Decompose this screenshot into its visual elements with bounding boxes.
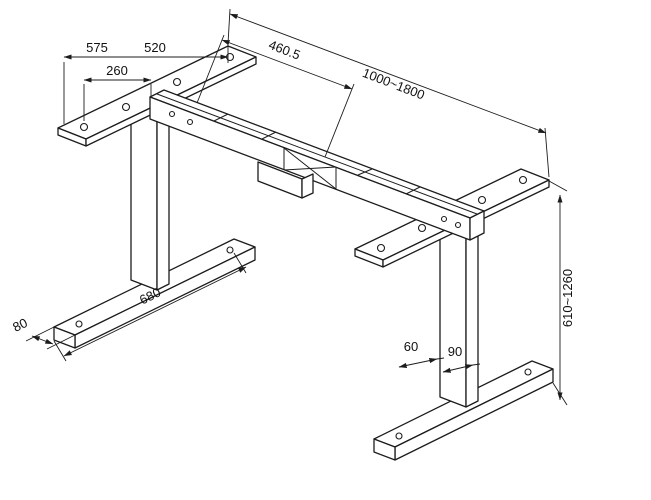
beam-brace-diagonal-2 <box>283 166 337 171</box>
left-bracket-hole-3 <box>172 77 182 87</box>
extension-line <box>472 363 481 366</box>
dimension-line <box>63 266 247 357</box>
left-bracket-hole-2 <box>121 102 131 112</box>
control-box-side-face <box>301 173 314 199</box>
extension-line <box>25 326 55 342</box>
extension-line <box>544 127 550 178</box>
dim-label-90: 90 <box>448 344 462 359</box>
right-bracket-hole-2 <box>417 223 427 233</box>
right-bracket-hole-4 <box>518 175 528 185</box>
left-column <box>130 96 170 291</box>
beam-hole-left-2 <box>186 118 194 126</box>
dim-bracket-length-and-outer-holes: 575 520 <box>63 40 229 124</box>
extension-line <box>436 357 445 360</box>
right-foot-hole-far <box>524 368 532 376</box>
beam-top-rib-1 <box>213 113 229 122</box>
beam-top-rib-4 <box>405 186 421 195</box>
right-column-front-face <box>439 219 467 408</box>
extension-line <box>227 8 231 45</box>
left-bracket-hole-1 <box>79 122 89 132</box>
dim-column-depth: 60 <box>398 339 445 368</box>
dim-column-width: 90 <box>442 344 481 373</box>
left-foot-hole-far <box>226 246 234 254</box>
beam-hole-right-1 <box>440 215 448 223</box>
extension-line <box>324 83 355 158</box>
crossbeam <box>149 89 485 241</box>
left-column-side-face <box>156 106 170 291</box>
extension-line <box>196 34 225 104</box>
right-foot-hole-near <box>395 432 403 440</box>
dim-bracket-inner-holes: 260 <box>83 63 152 121</box>
control-box <box>257 161 314 199</box>
dim-height-range: 610~1260 <box>548 180 575 406</box>
right-bracket-hole-3 <box>477 195 487 205</box>
dim-label-610-1260: 610~1260 <box>560 269 575 327</box>
dim-label-80: 80 <box>10 315 30 335</box>
beam-top-channel-line <box>156 93 478 215</box>
dim-label-260: 260 <box>106 63 128 78</box>
dim-label-1000-1800: 1000~1800 <box>360 65 426 102</box>
left-column-front-face <box>130 102 158 291</box>
right-bracket-hole-1 <box>376 243 386 253</box>
dim-label-575: 575 <box>86 40 108 55</box>
left-foot-hole-near <box>75 320 83 328</box>
extension-line <box>46 334 76 350</box>
extension-line <box>548 180 568 192</box>
dim-label-520: 520 <box>144 40 166 55</box>
right-foot-end-cap <box>373 438 396 461</box>
beam-top-rib-2 <box>261 131 277 140</box>
beam-top-rib-3 <box>357 168 373 176</box>
dim-label-60: 60 <box>404 339 418 354</box>
dim-foot-width: 80 <box>10 315 76 350</box>
right-column-side-face <box>465 223 479 408</box>
dimension-line <box>398 358 438 368</box>
right-column <box>439 213 479 408</box>
dimension-line <box>229 13 547 134</box>
beam-hole-right-2 <box>454 221 462 229</box>
dimension-line <box>442 364 474 373</box>
beam-hole-left-1 <box>168 110 176 118</box>
dimension-line <box>31 335 54 345</box>
beam-end-cap <box>469 210 485 241</box>
